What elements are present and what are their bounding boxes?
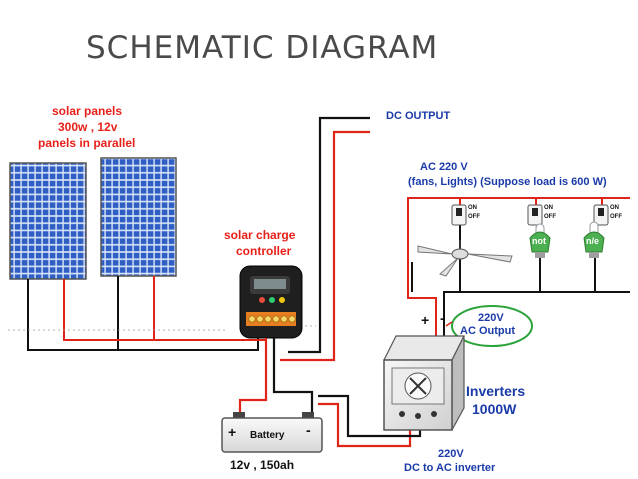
battery-minus: - [306, 422, 311, 438]
inverter [383, 335, 465, 431]
switch-fan-off: OFF [468, 214, 480, 220]
battery-spec: 12v , 150ah [230, 458, 295, 472]
ac-output-label-line2: AC Output [460, 325, 515, 337]
switch-bulb-2-on: ON [610, 205, 619, 211]
ac-load-label-line1: AC 220 V [420, 161, 468, 173]
ac-output-label-line1: 220V [478, 312, 504, 324]
panels-label-line3: panels in parallel [38, 136, 136, 150]
switch-bulb-1-on: ON [544, 205, 553, 211]
battery [221, 412, 323, 453]
switch-bulb-1-off: OFF [544, 214, 556, 220]
switch-bulb-1 [527, 204, 543, 226]
dc-output-label: DC OUTPUT [386, 110, 451, 122]
charge-controller [239, 265, 303, 339]
bulb-1-text: not [532, 236, 546, 246]
inverter-label-line1: Inverters [466, 383, 526, 399]
battery-label: Battery [250, 430, 285, 441]
switch-fan [451, 204, 467, 226]
inverter-plus: + [421, 312, 430, 328]
solar-panel-left [9, 162, 87, 280]
battery-wiring [238, 338, 422, 448]
switch-bulb-2-off: OFF [610, 214, 622, 220]
cfl-bulb-1-icon [529, 223, 551, 258]
controller-label-line2: controller [236, 244, 292, 258]
dc-output-wiring [280, 116, 370, 362]
ceiling-fan-icon [417, 240, 513, 277]
cfl-bulb-2-icon [583, 221, 605, 258]
panels-label-line1: solar panels [52, 104, 123, 118]
dc-ac-label-line1: 220V [438, 448, 464, 460]
panel-wiring [8, 276, 267, 351]
solar-panel-right [100, 157, 177, 277]
dc-ac-label-line2: DC to AC inverter [404, 462, 496, 474]
switch-bulb-2 [593, 204, 609, 226]
ac-output-callout [445, 305, 533, 347]
inverter-minus: - [440, 310, 445, 326]
controller-label-line1: solar charge [224, 228, 296, 242]
battery-plus: + [228, 424, 237, 440]
ac-load-wiring [407, 197, 630, 336]
bulb-2-text: n/e [586, 236, 600, 246]
switch-fan-on: ON [468, 205, 477, 211]
ac-load-label-line2: (fans, Lights) (Suppose load is 600 W) [408, 176, 607, 188]
page-title: SCHEMATIC DIAGRAM [86, 30, 439, 66]
panels-label-line2: 300w , 12v [58, 120, 118, 134]
inverter-label-line2: 1000W [472, 401, 517, 417]
